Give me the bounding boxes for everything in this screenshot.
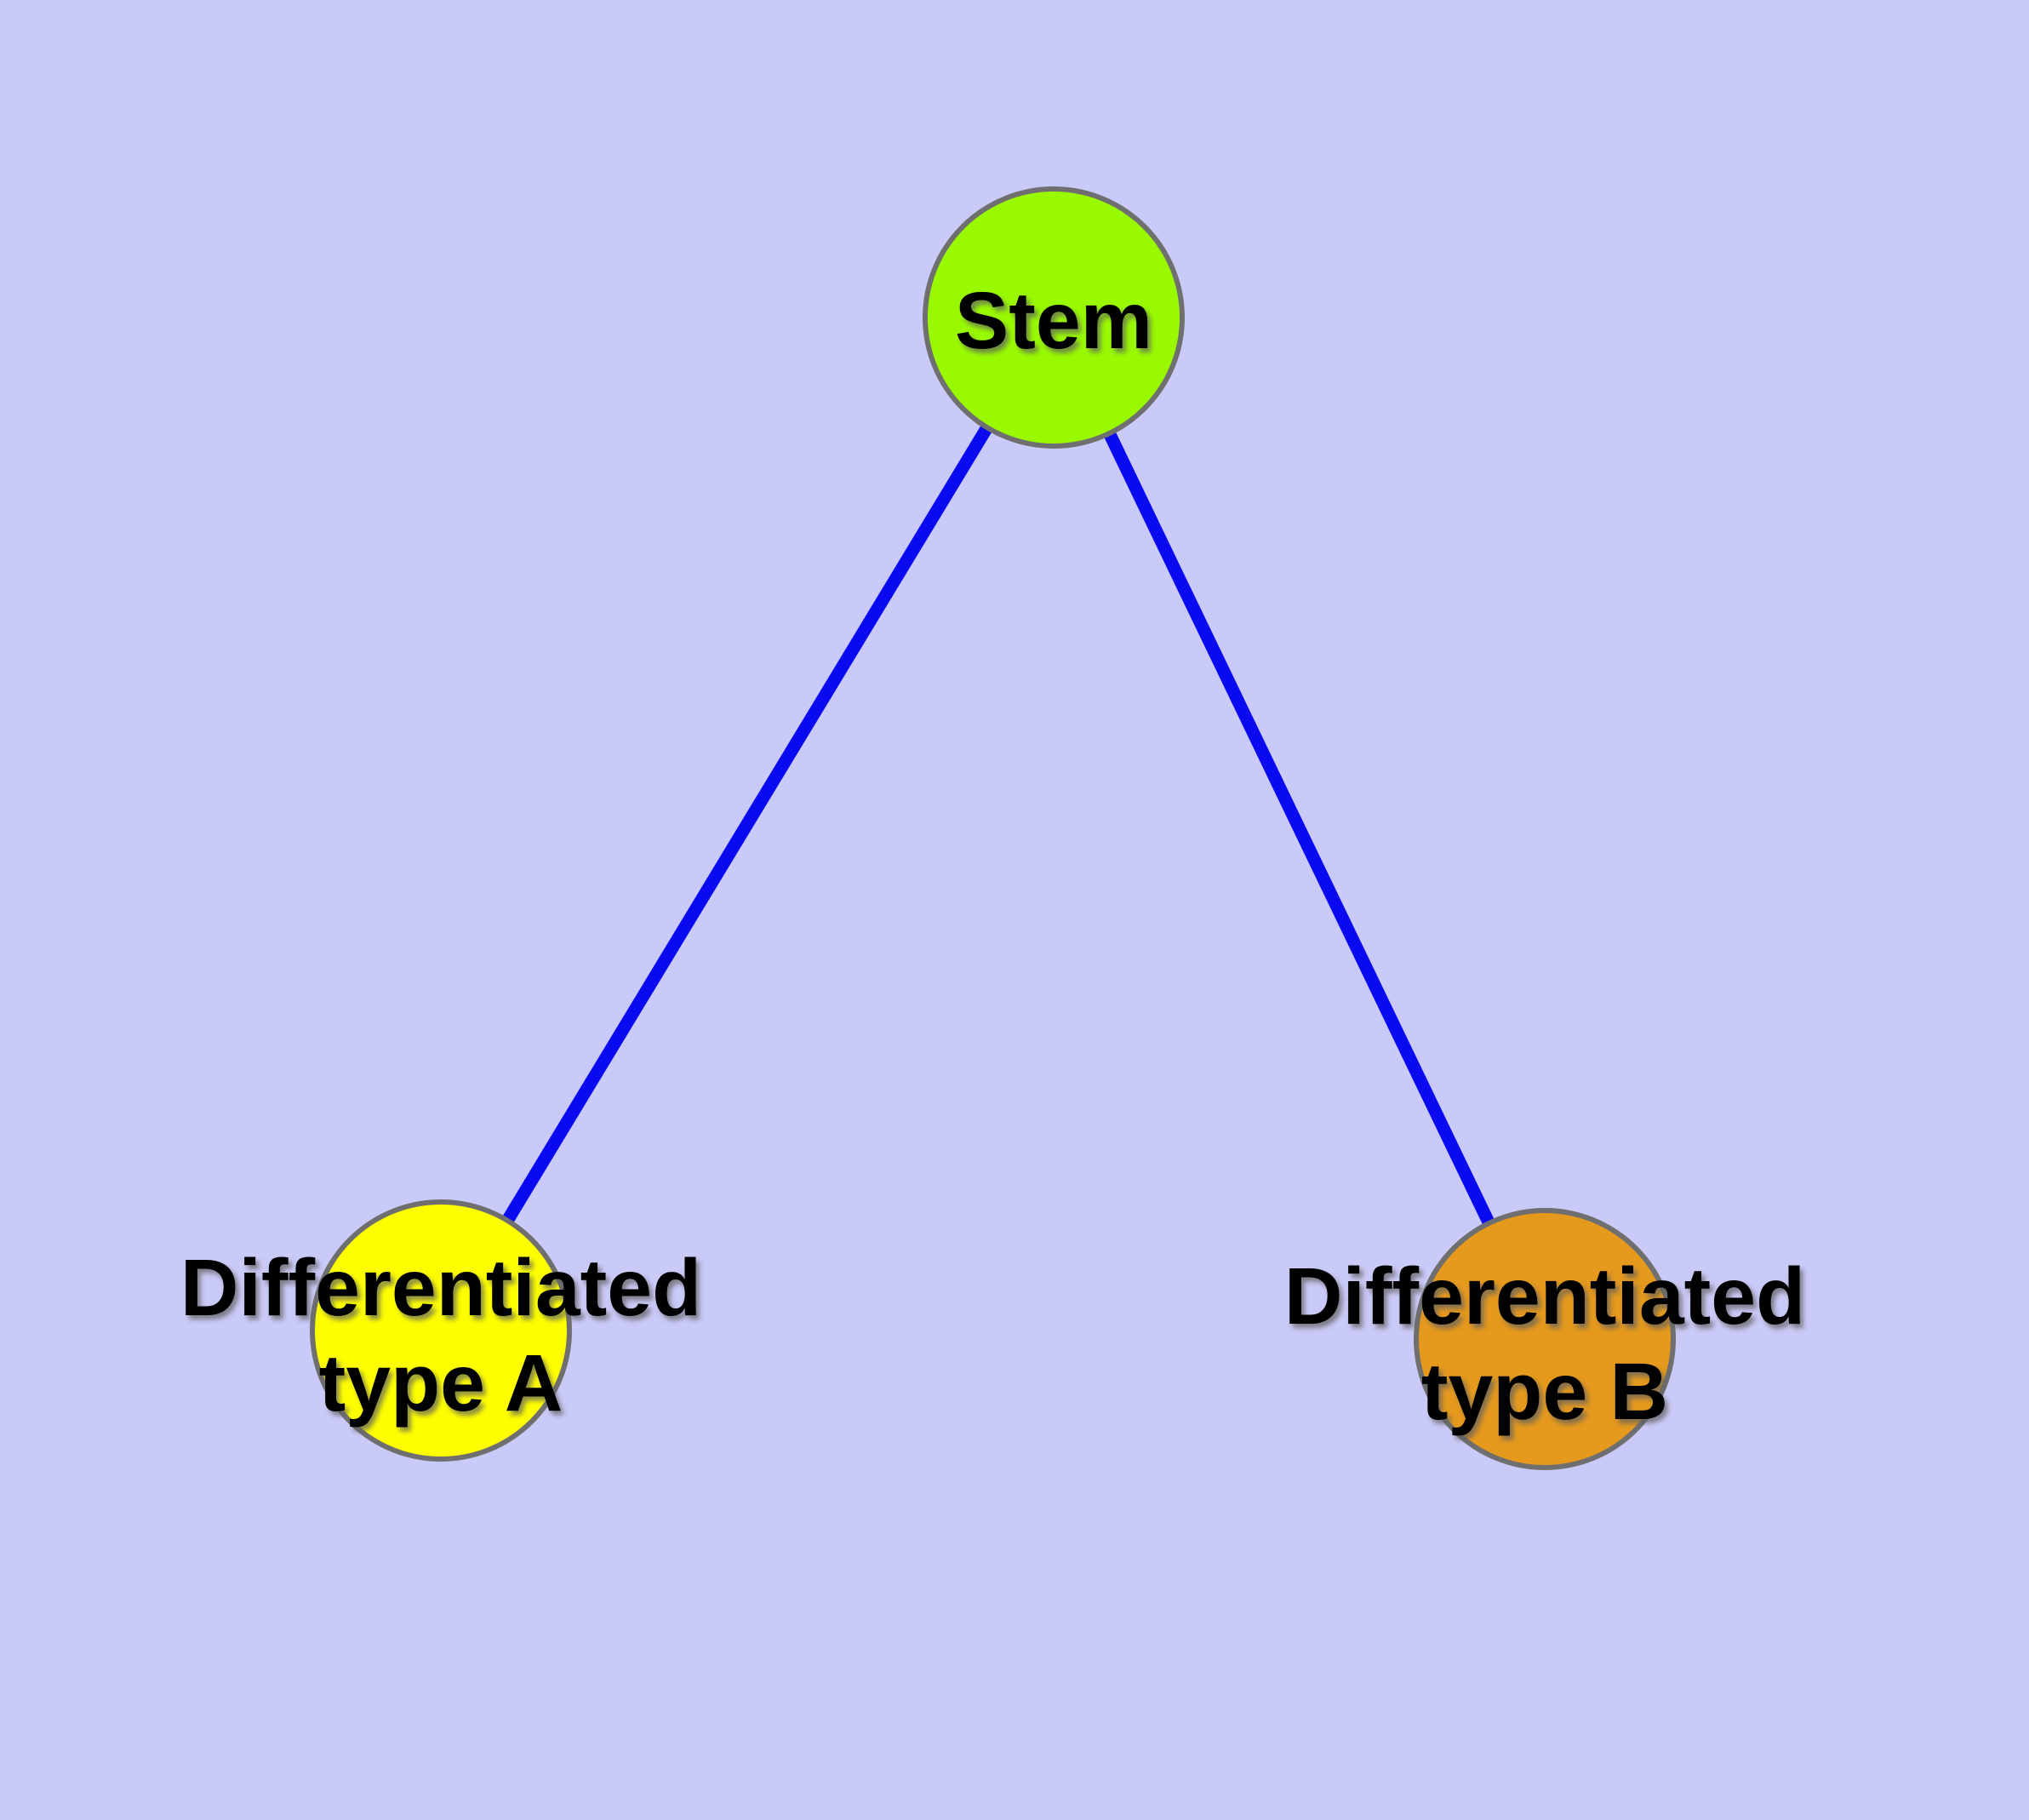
node-type-a-label-line2: type A bbox=[319, 1338, 563, 1428]
node-type-b-label-line2: type B bbox=[1421, 1347, 1668, 1437]
edge-stem-to-type-b bbox=[1048, 314, 1551, 1342]
node-type-a bbox=[310, 1199, 572, 1462]
node-stem-label: Stem bbox=[955, 276, 1152, 366]
node-stem bbox=[923, 186, 1185, 449]
node-type-b-label-line1: Differentiated bbox=[1284, 1251, 1805, 1342]
node-type-b bbox=[1414, 1208, 1676, 1470]
edge-stem-to-type-a bbox=[435, 314, 1060, 1334]
node-type-a-label-line1: Differentiated bbox=[180, 1243, 701, 1333]
